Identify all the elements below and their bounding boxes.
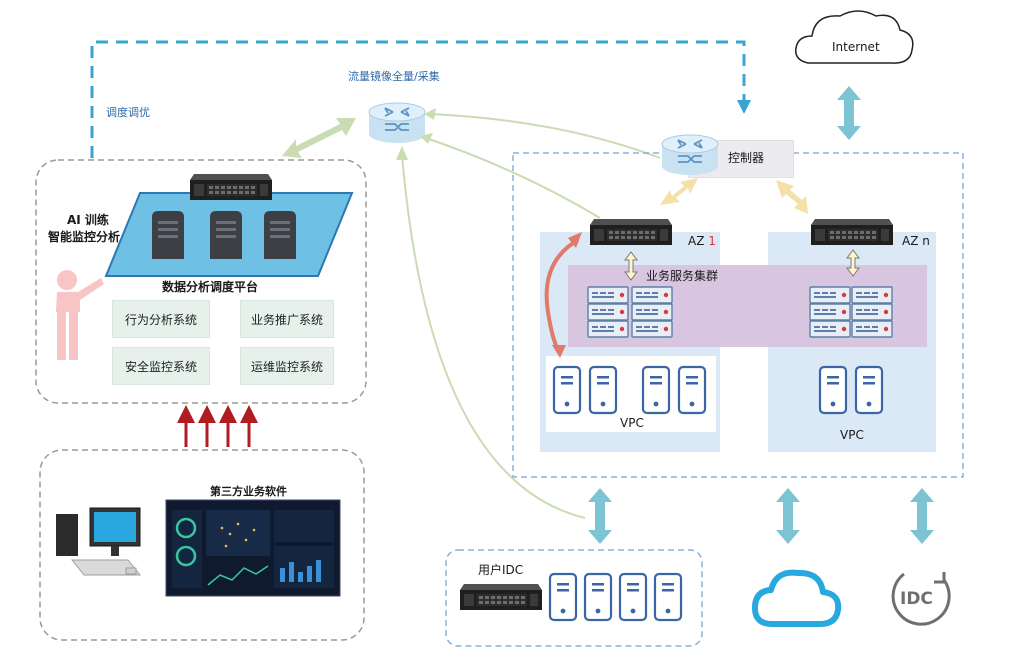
mirror-line-from-idc bbox=[401, 154, 586, 519]
public-cloud-icon bbox=[751, 569, 842, 627]
az1-label-number: 1 bbox=[708, 234, 716, 248]
security-system-label: 安全监控系统 bbox=[124, 359, 197, 374]
public-cloud-double-arrow bbox=[776, 488, 800, 544]
idc-logo-double-arrow bbox=[910, 488, 934, 544]
ops-system-label: 运维监控系统 bbox=[250, 359, 323, 374]
idc-logo-text: IDC bbox=[900, 589, 933, 609]
user-idc-label: 用户IDC bbox=[478, 563, 524, 577]
dark-server-2 bbox=[210, 211, 242, 259]
internet-cloud bbox=[795, 10, 914, 64]
schedule-label: 调度调优 bbox=[106, 106, 150, 119]
azn-label: AZ n bbox=[902, 234, 930, 248]
cluster-label: 业务服务集群 bbox=[646, 269, 719, 283]
person-figure bbox=[56, 270, 104, 360]
idc-appliance bbox=[460, 584, 542, 610]
mirror-line-from-controller bbox=[429, 113, 661, 159]
promotion-system-box: 业务推广系统 bbox=[240, 300, 334, 338]
mirror-line-from-az bbox=[425, 137, 601, 219]
analysis-mirror-arrow bbox=[282, 118, 356, 158]
internet-label: Internet bbox=[832, 40, 880, 54]
monitor-analysis-label: 智能监控分析 bbox=[48, 230, 121, 244]
controller-az1-arrow bbox=[660, 178, 698, 205]
az1-vpc-label: VPC bbox=[620, 416, 644, 430]
platform-title: 数据分析调度平台 bbox=[162, 280, 259, 294]
analysis-area-border bbox=[35, 159, 367, 404]
dark-server-3 bbox=[264, 211, 296, 259]
azn-vpc-label: VPC bbox=[840, 428, 864, 442]
idc-server-1 bbox=[548, 572, 578, 622]
idc-server-3 bbox=[618, 572, 648, 622]
third-party-label: 第三方业务软件 bbox=[210, 485, 287, 498]
desktop-computer bbox=[56, 507, 142, 576]
idc-server-2 bbox=[583, 572, 613, 622]
promotion-system-label: 业务推广系统 bbox=[250, 312, 323, 327]
dark-server-1 bbox=[152, 211, 184, 259]
platform-appliance bbox=[190, 174, 272, 200]
ops-system-box: 运维监控系统 bbox=[240, 347, 334, 385]
data-feed-arrows bbox=[177, 405, 258, 447]
service-cluster-background bbox=[568, 265, 927, 347]
schedule-dashed-line bbox=[90, 40, 746, 158]
controller-azn-arrow bbox=[776, 180, 808, 214]
mirror-label: 流量镜像全量/采集 bbox=[348, 70, 440, 83]
idc-logo-icon bbox=[891, 572, 951, 626]
behavior-system-box: 行为分析系统 bbox=[112, 300, 210, 338]
behavior-system-label: 行为分析系统 bbox=[124, 312, 197, 327]
ai-training-label: AI 训练 bbox=[67, 213, 109, 227]
az1-label: AZ 1 bbox=[688, 234, 716, 248]
user-idc-area-border bbox=[445, 549, 703, 647]
idc-cloud-double-arrow bbox=[588, 488, 612, 544]
mirror-router bbox=[368, 102, 426, 144]
security-system-box: 安全监控系统 bbox=[112, 347, 210, 385]
third-party-area-border bbox=[39, 449, 365, 641]
internet-double-arrow bbox=[837, 86, 861, 140]
controller-label: 控制器 bbox=[728, 151, 765, 165]
dashboard-screen bbox=[165, 499, 341, 597]
idc-server-4 bbox=[653, 572, 683, 622]
schedule-arrowhead bbox=[737, 100, 751, 114]
az1-label-prefix: AZ bbox=[688, 234, 709, 248]
